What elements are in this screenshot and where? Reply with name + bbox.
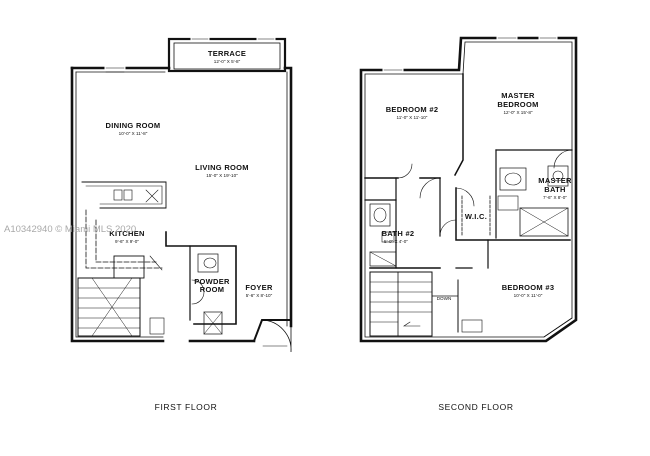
floor-title-first: FIRST FLOOR bbox=[155, 402, 218, 412]
master-bath-fixtures bbox=[497, 165, 569, 237]
first-floor-stairs bbox=[77, 277, 141, 337]
second-floor-walls bbox=[359, 36, 578, 343]
room-dim-terrace: 12'-0" X 5'-8" bbox=[214, 59, 241, 64]
room-dim-foyer: 5'-6" X 8'-10" bbox=[246, 293, 273, 298]
room-dim-living: 15'-0" X 19'-10" bbox=[206, 173, 238, 178]
room-dim-dining: 10'-0" X 11'-8" bbox=[119, 131, 148, 136]
room-dim-bedroom2: 11'-0" X 11'-10" bbox=[397, 115, 428, 120]
room-label-living: LIVING ROOM bbox=[195, 163, 249, 172]
second-floor-labels: BEDROOM #2 11'-0" X 11'-10" MASTER BEDRO… bbox=[382, 91, 572, 412]
room-label-powder: POWDER bbox=[194, 277, 230, 286]
room-label-bedroom2: BEDROOM #2 bbox=[386, 105, 439, 114]
room-label-dining: DINING ROOM bbox=[106, 121, 161, 130]
terrace bbox=[167, 37, 287, 73]
room-label-terrace: TERRACE bbox=[208, 49, 246, 58]
bath2-fixtures bbox=[369, 203, 397, 267]
room-dim-master-bath: 7'-6" X 8'-0" bbox=[543, 195, 567, 200]
second-floor-plan bbox=[359, 36, 578, 343]
bedroom3-corner bbox=[543, 317, 573, 338]
room-label-bedroom3: BEDROOM #3 bbox=[502, 283, 555, 292]
room-dim-kitchen: 9'-6" X 9'-0" bbox=[115, 239, 139, 244]
watermark-text: A10342940 © Miami MLS 2020 bbox=[4, 224, 136, 235]
room-dim-bath2: 5'-0" X 4'-0" bbox=[384, 239, 408, 244]
room-label-master-bedroom: MASTER bbox=[501, 91, 535, 100]
second-floor-stairs bbox=[369, 271, 483, 337]
foyer-entry bbox=[252, 319, 292, 353]
first-floor-walls bbox=[70, 66, 293, 343]
room-label-master-bath: MASTER bbox=[538, 176, 572, 185]
wic-shelves bbox=[461, 195, 491, 237]
room-dim-master-bedroom: 12'-0" X 15'-8" bbox=[503, 110, 532, 115]
first-floor-labels: TERRACE 12'-0" X 5'-8" DINING ROOM 10'-0… bbox=[106, 49, 273, 412]
kitchen-counters bbox=[81, 181, 167, 279]
room-label-bath2: BATH #2 bbox=[382, 229, 415, 238]
room-dim-bedroom3: 10'-0" X 11'-0" bbox=[514, 293, 543, 298]
room-label-wic: W.I.C. bbox=[465, 212, 487, 221]
room-label-foyer: FOYER bbox=[245, 283, 273, 292]
stairs-down-label: DOWN bbox=[437, 296, 452, 301]
floor-title-second: SECOND FLOOR bbox=[438, 402, 513, 412]
first-floor-partitions bbox=[149, 231, 237, 335]
first-floor-plan bbox=[70, 37, 293, 353]
room-label-master-bath-2: BATH bbox=[544, 185, 565, 194]
room-label-powder-2: ROOM bbox=[200, 285, 225, 294]
room-label-master-bedroom-2: BEDROOM bbox=[497, 100, 538, 109]
room-label-kitchen: KITCHEN bbox=[109, 229, 144, 238]
second-floor-partitions bbox=[364, 73, 573, 333]
